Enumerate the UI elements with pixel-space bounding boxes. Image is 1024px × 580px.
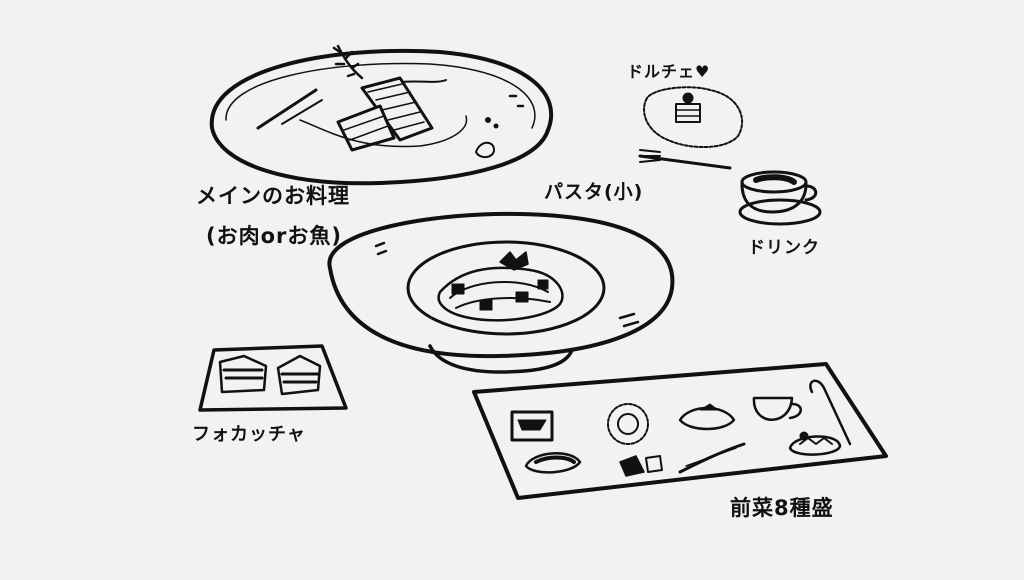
focaccia-board: [198, 344, 348, 412]
focaccia-label: フォカッチャ: [192, 424, 306, 445]
pasta-bowl: [327, 211, 675, 374]
main-dish-sublabel: (お肉orお魚): [206, 224, 342, 248]
main-dish-label: メインのお料理: [196, 184, 350, 208]
drink-cup: [738, 170, 822, 226]
drink-label: ドリンク: [748, 238, 820, 258]
pasta-label: パスタ(小): [544, 181, 644, 203]
antipasto-board: [472, 362, 888, 500]
main-dish-plate: [209, 44, 554, 186]
antipasto-label: 前菜8種盛: [730, 496, 834, 520]
dolce-plate: [638, 86, 743, 170]
dolce-label: ドルチェ♥: [627, 62, 711, 81]
